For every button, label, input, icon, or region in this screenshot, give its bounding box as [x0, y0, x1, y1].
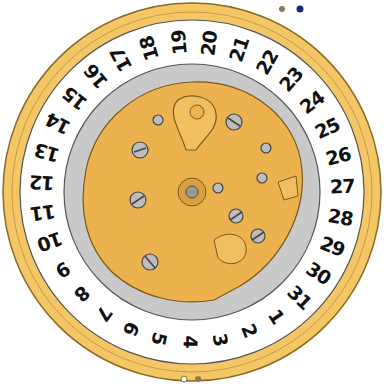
date-numeral: 19	[169, 30, 190, 56]
date-numeral: 4	[180, 336, 199, 349]
date-numeral: 20	[199, 30, 221, 57]
date-numeral: 27	[329, 177, 354, 197]
date-numeral: 28	[326, 206, 353, 229]
date-numeral: 12	[29, 172, 55, 193]
date-numeral: 11	[30, 201, 57, 223]
date-numeral: 13	[33, 140, 62, 165]
